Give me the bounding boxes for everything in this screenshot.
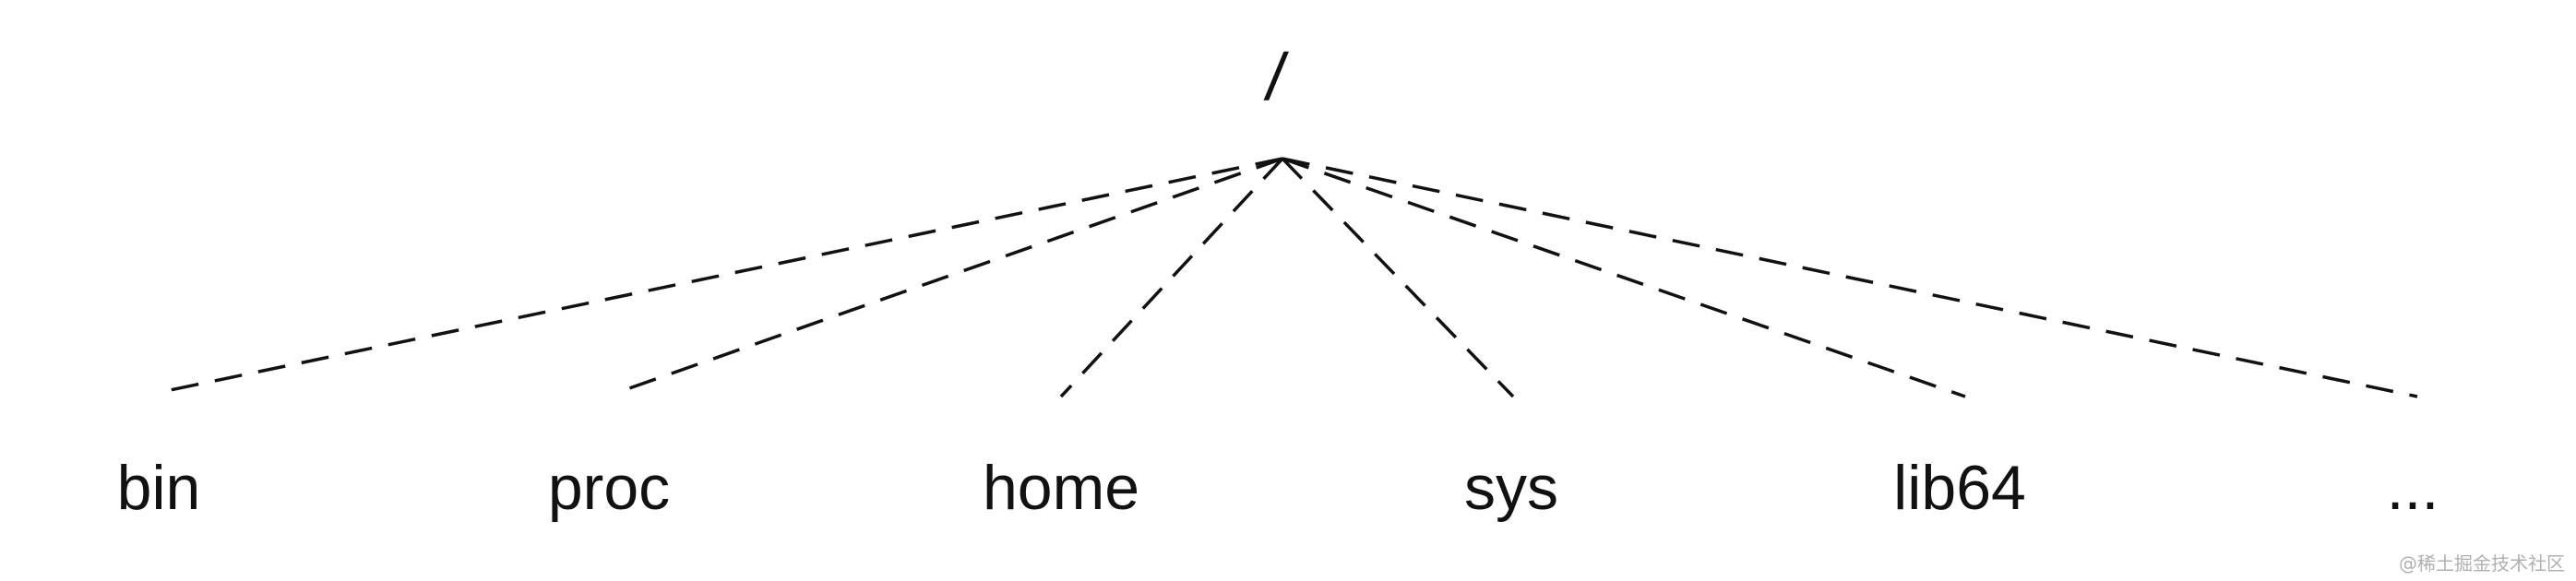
edge-root-home [1059,157,1284,398]
edge-root-lib64 [1282,157,1966,398]
tree-edges [156,157,2418,398]
watermark-text: @稀土掘金技术社区 [2399,552,2565,575]
child-nodes: bin proc home sys lib64 ... [117,453,2439,523]
root-node-label: / [1261,41,1291,114]
edge-root-proc [615,157,1283,395]
node-label-bin: bin [117,453,201,523]
node-label-proc: proc [548,453,670,523]
node-label-lib64: lib64 [1893,453,2026,523]
edge-root-sys [1281,157,1515,398]
node-label-home: home [983,453,1139,523]
edge-root-bin [156,157,1283,395]
node-label-sys: sys [1464,453,1558,523]
edge-root-ellipsis [1282,157,2418,398]
node-label-ellipsis: ... [2387,453,2439,523]
